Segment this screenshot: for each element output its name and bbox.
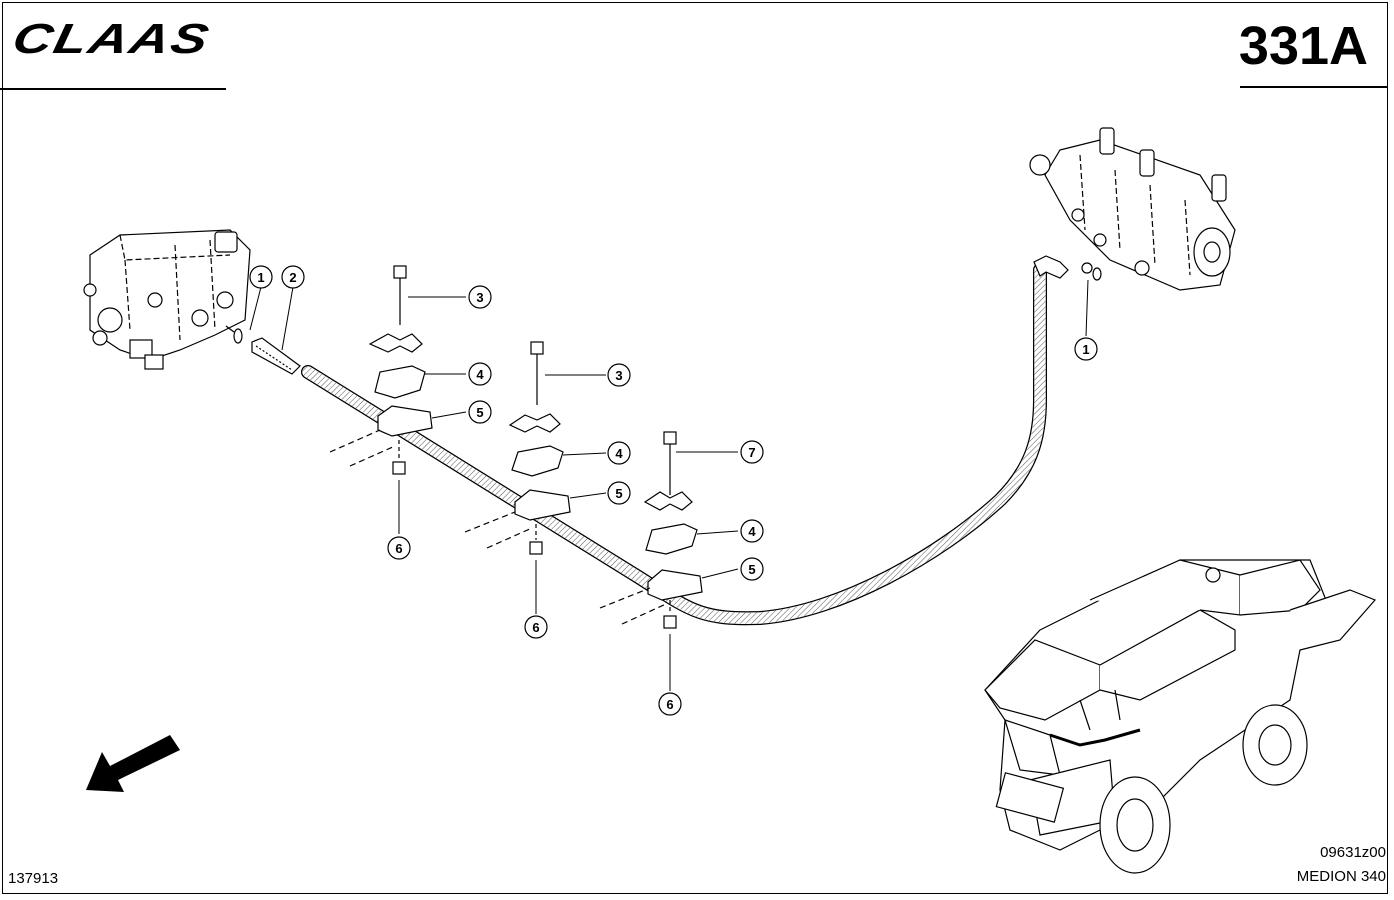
callout-5a: 5 (468, 400, 492, 424)
svg-text:1: 1 (1082, 342, 1089, 357)
svg-text:6: 6 (666, 697, 673, 712)
callout-7: 7 (740, 440, 764, 464)
callout-6b: 6 (524, 615, 548, 639)
clamp-assembly-1 (329, 265, 433, 475)
logo-underline (0, 88, 226, 90)
left-o-ring (225, 325, 243, 344)
svg-text:1: 1 (257, 270, 264, 285)
page-number-underline (1240, 86, 1388, 88)
leader-lines (249, 279, 1089, 691)
document-number: 137913 (8, 870, 59, 887)
elbow-fitting (1033, 255, 1102, 281)
drawing-code: 09631z00 (1320, 844, 1386, 861)
svg-text:5: 5 (748, 562, 755, 577)
svg-text:5: 5 (615, 486, 622, 501)
callout-3a: 3 (468, 285, 492, 309)
svg-text:3: 3 (615, 368, 622, 383)
model-name: MEDION 340 (1296, 868, 1386, 885)
callout-1a: 1 (249, 265, 273, 289)
hydraulic-pump (1029, 127, 1236, 291)
combine-harvester (984, 559, 1377, 874)
svg-text:6: 6 (395, 541, 402, 556)
control-valve-block (83, 229, 251, 370)
hose-fitting (251, 337, 301, 375)
svg-text:4: 4 (476, 367, 484, 382)
clamp-assembly-2 (464, 341, 571, 555)
svg-text:4: 4 (615, 446, 623, 461)
svg-text:3: 3 (476, 290, 483, 305)
direction-arrow (86, 735, 180, 792)
svg-text:5: 5 (476, 405, 483, 420)
callout-4c: 4 (740, 519, 764, 543)
svg-text:7: 7 (748, 445, 755, 460)
svg-text:6: 6 (532, 620, 539, 635)
callout-6c: 6 (658, 692, 682, 716)
hydraulic-hose (301, 263, 1047, 626)
svg-text:2: 2 (289, 270, 296, 285)
page-number: 331A (1238, 16, 1368, 76)
callout-5c: 5 (740, 557, 764, 581)
callout-2: 2 (281, 265, 305, 289)
callout-6a: 6 (387, 536, 411, 560)
callout-3b: 3 (607, 363, 631, 387)
svg-text:4: 4 (748, 524, 756, 539)
callout-circles: 1 2 3 4 5 6 3 4 5 6 7 4 5 6 1 (249, 265, 1098, 716)
callout-4b: 4 (607, 441, 631, 465)
clamp-assembly-3 (599, 431, 703, 629)
callout-1b: 1 (1074, 337, 1098, 361)
callout-4a: 4 (468, 362, 492, 386)
callout-5b: 5 (607, 481, 631, 505)
